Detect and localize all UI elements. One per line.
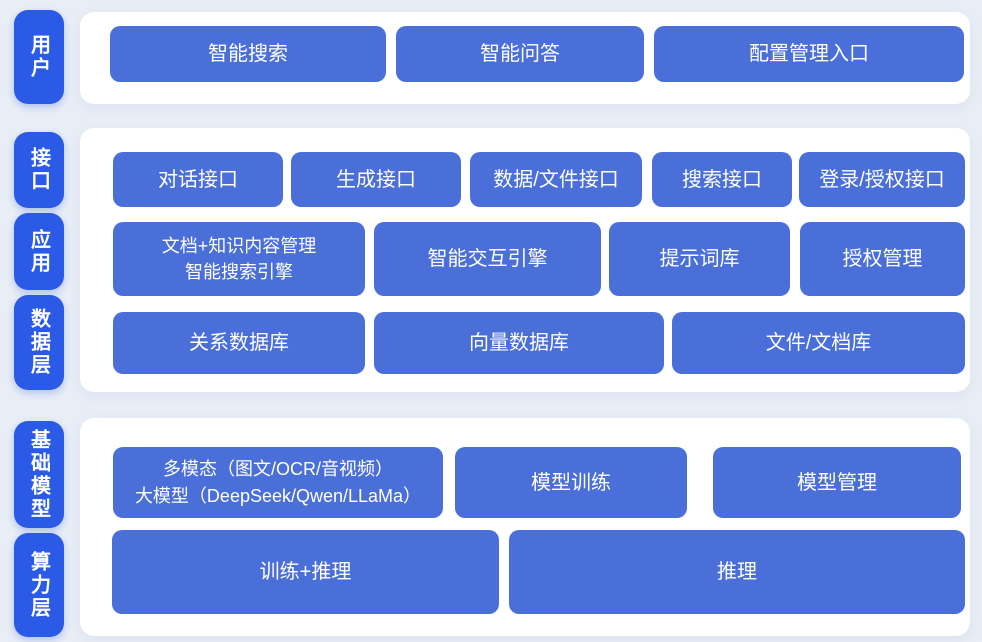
block-multimodal-llm: 多模态（图文/OCR/音视频） 大模型（DeepSeek/Qwen/LLaMa）	[113, 447, 443, 518]
block-search-api: 搜索接口	[652, 152, 792, 207]
block-relational-db: 关系数据库	[113, 312, 365, 374]
block-label-line: 文档+知识内容管理	[161, 235, 317, 256]
block-vector-db: 向量数据库	[374, 312, 664, 374]
block-label-line: 大模型（DeepSeek/Qwen/LLaMa）	[134, 485, 422, 506]
layer-pill-data: 数据层	[14, 295, 64, 390]
layer-pill-compute: 算力层	[14, 533, 64, 637]
layer-pill-application: 应用	[14, 213, 64, 290]
block-prompt-library: 提示词库	[609, 222, 790, 296]
layer-pill-user: 用户	[14, 10, 64, 104]
block-login-auth-api: 登录/授权接口	[799, 152, 965, 207]
block-label-line: 智能搜索引擎	[185, 262, 293, 282]
block-smart-qa: 智能问答	[396, 26, 644, 82]
panel-interface-app-data-layer: 对话接口 生成接口 数据/文件接口 搜索接口 登录/授权接口 文档+知识内容管理…	[80, 128, 970, 392]
block-config-entry: 配置管理入口	[654, 26, 964, 82]
panel-user-layer: 智能搜索 智能问答 配置管理入口	[80, 12, 970, 104]
block-smart-search: 智能搜索	[110, 26, 386, 82]
block-auth-management: 授权管理	[800, 222, 965, 296]
block-model-management: 模型管理	[713, 447, 961, 518]
block-inference: 推理	[509, 530, 965, 614]
block-training-inference: 训练+推理	[112, 530, 499, 614]
panel-model-compute-layer: 多模态（图文/OCR/音视频） 大模型（DeepSeek/Qwen/LLaMa）…	[80, 418, 970, 636]
layer-pill-foundation-model: 基础模型	[14, 421, 64, 528]
layer-pill-interface: 接口	[14, 132, 64, 208]
block-doc-knowledge-search-engine: 文档+知识内容管理 智能搜索引擎	[113, 222, 365, 296]
block-file-doc-store: 文件/文档库	[672, 312, 965, 374]
block-data-file-api: 数据/文件接口	[470, 152, 642, 207]
block-dialog-api: 对话接口	[113, 152, 283, 207]
block-interactive-engine: 智能交互引擎	[374, 222, 601, 296]
block-generation-api: 生成接口	[291, 152, 461, 207]
block-label-line: 多模态（图文/OCR/音视频）	[163, 459, 393, 480]
block-model-training: 模型训练	[455, 447, 687, 518]
